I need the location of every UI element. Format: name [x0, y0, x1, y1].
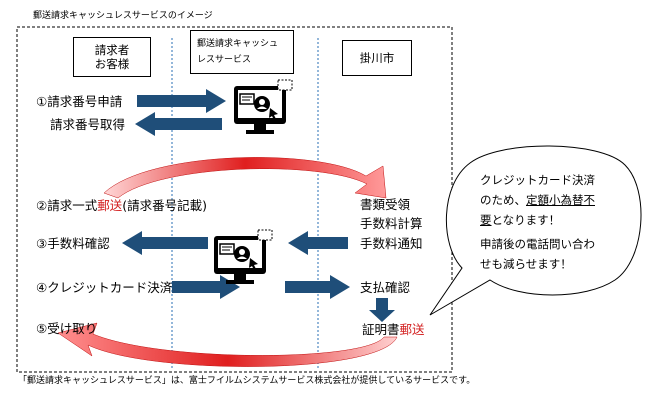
- bubble-line-3a: 要: [480, 213, 492, 227]
- city-step-3: 手数料通知: [360, 236, 423, 251]
- city-step-4: 支払確認: [360, 280, 411, 295]
- bubble-line-3: 要となります！: [480, 213, 561, 227]
- step-2-suffix: (請求番号記載): [122, 198, 207, 213]
- arrow-s4: [172, 275, 240, 299]
- step-2-prefix: ②請求一式: [36, 198, 98, 213]
- bubble-line-2a: のため、: [480, 193, 526, 207]
- bubble-line-2: のため、定額小為替不: [480, 193, 595, 207]
- lane-service-line1: 郵送請求キャッシュ: [197, 39, 279, 49]
- bubble-line-5: せも減らせます！: [480, 257, 572, 271]
- computer-icon: [234, 79, 293, 134]
- arrow-s1b: [135, 112, 222, 136]
- lane-customer-line1: 請求者: [94, 43, 130, 57]
- city-step-5: 証明書郵送: [362, 322, 425, 337]
- curved-arrow-top: [103, 157, 387, 199]
- page-title: 郵送請求キャッシュレスサービスのイメージ: [33, 11, 213, 21]
- arrow-c4: [285, 275, 350, 299]
- lane-header-service: 郵送請求キャッシュ レスサービス: [190, 30, 294, 74]
- bubble-line-3b: となります！: [491, 213, 561, 227]
- city-step-1: 書類受領: [360, 197, 411, 212]
- arrow-s1a: [137, 89, 226, 113]
- lane-customer-line2: お客様: [94, 57, 130, 71]
- curved-arrow-bottom: [57, 322, 398, 367]
- step-3: ③手数料確認: [36, 236, 110, 251]
- city-step-5-mail: 郵送: [399, 322, 425, 337]
- step-4: ④クレジットカード決済: [36, 280, 173, 295]
- lane-header-city: 掛川市: [342, 40, 412, 76]
- step-5: ⑤受け取り: [36, 321, 98, 336]
- step-2-mail: 郵送: [97, 198, 123, 213]
- footer-note: 「郵送請求キャッシュレスサービス」は、富士フイルムシステムサービス株式会社が提供…: [18, 376, 476, 386]
- arrow-c3: [288, 231, 348, 255]
- city-step-2: 手数料計算: [360, 216, 423, 231]
- step-2: ②請求一式郵送(請求番号記載): [36, 198, 207, 213]
- lane-service-line2: レスサービス: [197, 55, 252, 65]
- bubble-line-2b: 定額小為替不: [526, 193, 595, 207]
- lane-header-customer: 請求者 お客様: [73, 37, 151, 77]
- arrow-s3: [122, 231, 208, 255]
- city-step-5-prefix: 証明書: [362, 322, 400, 337]
- step-1a: ①請求番号申請: [36, 94, 123, 109]
- bubble-line-1: クレジットカード決済: [480, 173, 595, 187]
- bubble-line-4: 申請後の電話問い合わ: [480, 237, 595, 251]
- speech-bubble: [429, 145, 642, 316]
- step-1b: 請求番号取得: [50, 117, 126, 132]
- arrow-down: [369, 298, 395, 322]
- blue-arrows: [122, 89, 395, 322]
- computer-icon: [214, 229, 273, 284]
